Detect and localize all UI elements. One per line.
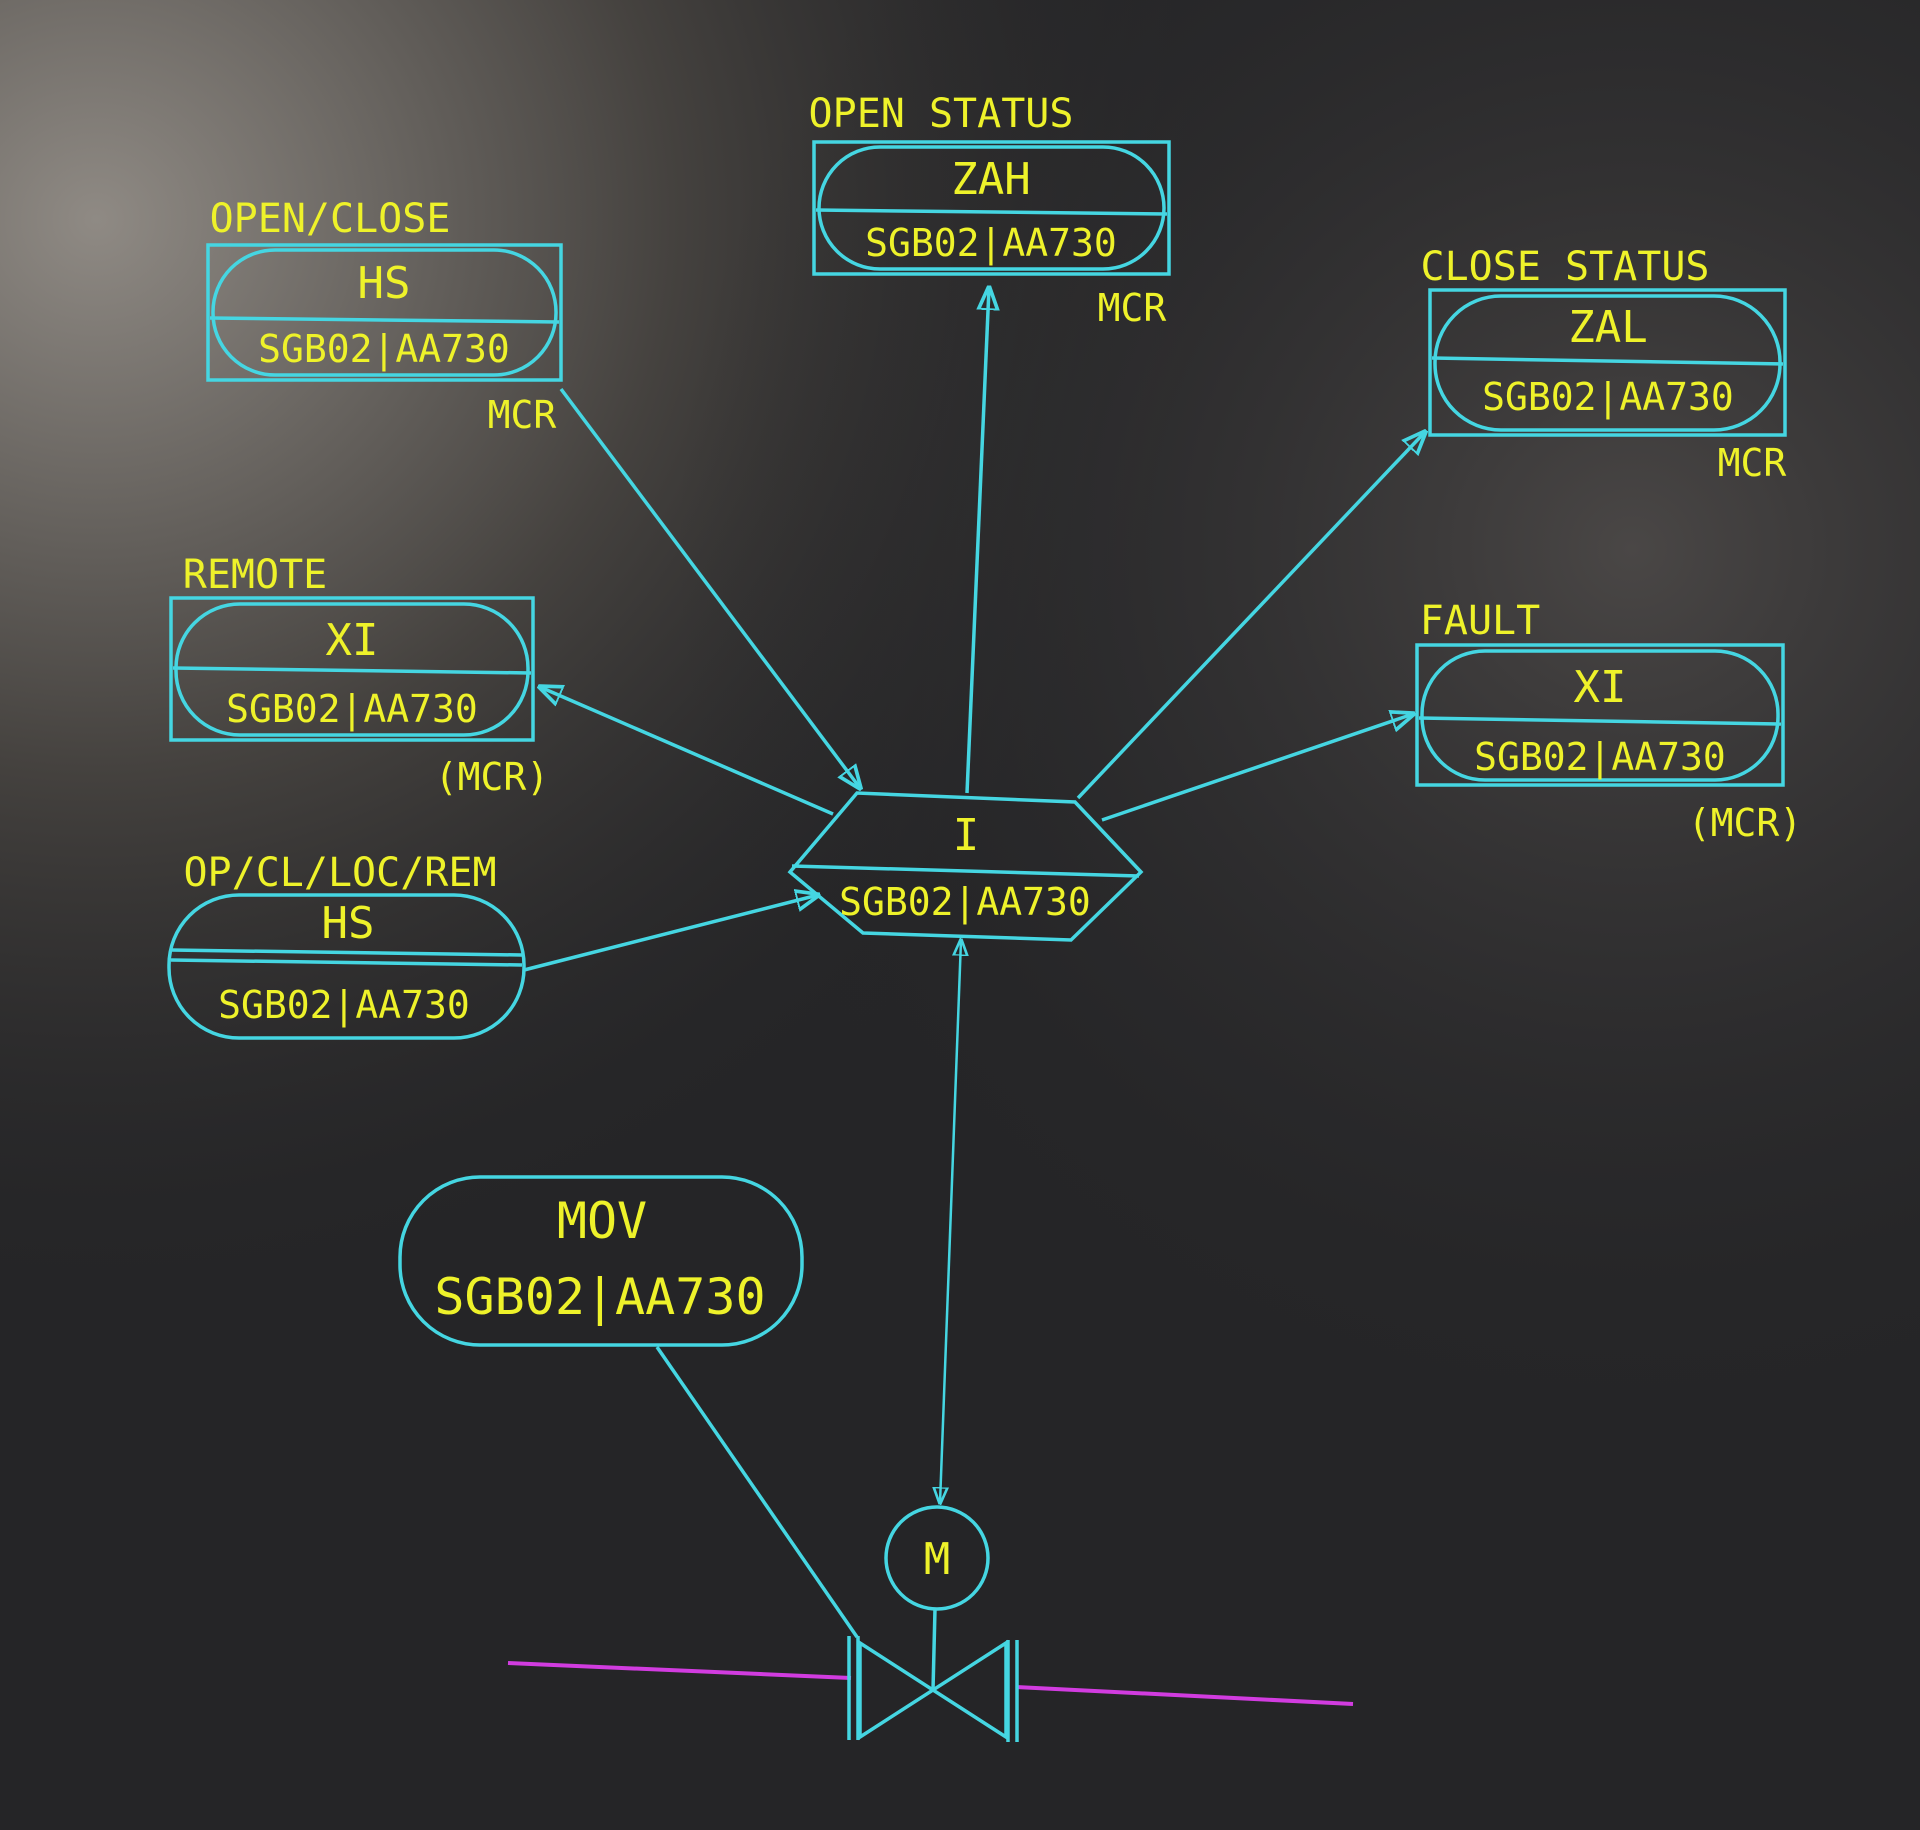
- fault-location: (MCR): [1688, 801, 1802, 845]
- mov-id: SGB02|AA730: [434, 1268, 765, 1326]
- instrument-remote[interactable]: REMOTE XI SGB02|AA730 (MCR): [169, 552, 549, 799]
- open-close-id: SGB02|AA730: [258, 327, 510, 372]
- fault-divider: [1418, 716, 1782, 726]
- mov-tag: MOV: [557, 1192, 647, 1250]
- open-status-divider: [815, 208, 1168, 216]
- fault-tag: XI: [1574, 662, 1627, 713]
- motor-circle: [884, 1505, 990, 1611]
- op-cl-loc-rem-divider-top: [170, 948, 523, 957]
- motor-symbol: M: [924, 1534, 951, 1585]
- open-close-divider: [209, 316, 560, 324]
- interlock-hexagon: [787, 791, 1144, 942]
- open-close-tag: HS: [358, 258, 411, 309]
- valve-bowtie-icon: [858, 1639, 1008, 1741]
- line-interlock-to-remote: [540, 687, 834, 816]
- line-mov-leader: [655, 1346, 859, 1638]
- mov-bubble: [398, 1175, 804, 1347]
- remote-tag: XI: [326, 615, 379, 666]
- open-status-label: OPEN STATUS: [809, 91, 1074, 137]
- line-interlock-to-close-status: [1076, 432, 1425, 800]
- close-status-label: CLOSE STATUS: [1421, 244, 1710, 290]
- valve-stem: [931, 1608, 937, 1691]
- open-status-id: SGB02|AA730: [865, 221, 1117, 266]
- close-status-box: [1428, 288, 1787, 437]
- open-status-location: MCR: [1098, 286, 1167, 330]
- close-status-id: SGB02|AA730: [1482, 375, 1734, 420]
- remote-box: [169, 596, 535, 742]
- op-cl-loc-rem-divider-bottom: [170, 958, 523, 967]
- fault-box: [1415, 643, 1785, 787]
- op-cl-loc-rem-label: OP/CL/LOC/REM: [183, 850, 496, 896]
- line-interlock-to-motor: [940, 940, 961, 1503]
- line-op-cl-loc-rem-to-interlock: [523, 895, 818, 972]
- open-status-box: [812, 140, 1171, 276]
- instrument-open-close[interactable]: OPEN/CLOSE HS SGB02|AA730 MCR: [206, 196, 563, 437]
- remote-id: SGB02|AA730: [226, 687, 478, 732]
- line-open-close-to-interlock: [559, 387, 860, 788]
- mov-label-bubble[interactable]: MOV SGB02|AA730: [398, 1175, 804, 1347]
- signal-lines: [523, 288, 1425, 1638]
- open-close-label: OPEN/CLOSE: [210, 196, 451, 242]
- interlock-divider: [791, 864, 1140, 878]
- remote-divider: [172, 666, 532, 675]
- motor-operated-valve[interactable]: M: [507, 1505, 1354, 1742]
- close-status-divider: [1431, 356, 1784, 366]
- op-cl-loc-rem-bubble: [167, 893, 526, 1040]
- instrument-open-status[interactable]: OPEN STATUS ZAH SGB02|AA730 MCR: [809, 91, 1171, 330]
- process-line-right: [1015, 1685, 1354, 1706]
- open-close-bubble: [211, 248, 558, 377]
- line-interlock-to-fault: [1101, 714, 1413, 822]
- close-status-location: MCR: [1718, 441, 1787, 485]
- op-cl-loc-rem-id: SGB02|AA730: [218, 983, 470, 1028]
- fault-id: SGB02|AA730: [1474, 735, 1726, 780]
- interlock-tag: I: [953, 810, 980, 861]
- open-status-bubble: [817, 145, 1166, 271]
- open-status-tag: ZAH: [951, 154, 1030, 205]
- instrument-fault[interactable]: FAULT XI SGB02|AA730 (MCR): [1415, 598, 1802, 845]
- fault-bubble: [1420, 649, 1780, 782]
- close-status-tag: ZAL: [1568, 302, 1647, 353]
- open-close-box: [206, 243, 563, 382]
- fault-label: FAULT: [1420, 598, 1540, 644]
- line-interlock-to-open-status: [965, 288, 989, 794]
- instrument-op-cl-loc-rem[interactable]: OP/CL/LOC/REM HS SGB02|AA730: [167, 850, 526, 1040]
- interlock-logic[interactable]: I SGB02|AA730: [787, 791, 1144, 942]
- process-line-left: [507, 1661, 852, 1680]
- open-close-location: MCR: [488, 393, 557, 437]
- remote-location: (MCR): [435, 755, 549, 799]
- remote-label: REMOTE: [183, 552, 328, 598]
- instrument-close-status[interactable]: CLOSE STATUS ZAL SGB02|AA730 MCR: [1421, 244, 1787, 485]
- op-cl-loc-rem-tag: HS: [322, 898, 375, 949]
- interlock-id: SGB02|AA730: [839, 880, 1091, 925]
